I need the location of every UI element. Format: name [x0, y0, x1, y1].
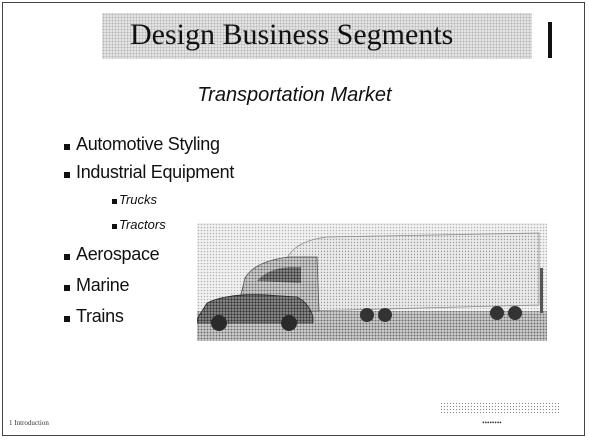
bullet-square-icon	[64, 316, 70, 322]
car-wheel-front	[211, 315, 227, 331]
trailer-body	[284, 232, 540, 312]
bullet-item-trains: Trains	[64, 306, 124, 327]
footer-logo	[440, 402, 560, 414]
title-band	[102, 13, 532, 59]
sub-bullet-label: Tractors	[119, 217, 166, 232]
sub-bullet-item-tractors: Tractors	[112, 217, 166, 232]
bullet-item-automotive-styling: Automotive Styling	[64, 134, 220, 155]
truck-wheel-2	[378, 308, 392, 322]
sub-bullet-item-trucks: Trucks	[112, 192, 157, 207]
slide-subtitle: Transportation Market	[197, 84, 392, 106]
sub-bullet-label: Trucks	[119, 192, 158, 207]
bullet-item-aerospace: Aerospace	[64, 244, 160, 265]
bullet-square-icon	[64, 254, 70, 260]
bullet-square-icon	[64, 285, 70, 291]
car-body	[197, 294, 314, 324]
truck-wheel-3	[490, 306, 504, 320]
bullet-label: Industrial Equipment	[76, 162, 235, 182]
footer-company-mark: ••••••••	[482, 419, 502, 427]
bullet-square-icon	[64, 172, 70, 178]
footer-section-label: 1 Introduction	[9, 419, 49, 427]
bullet-label: Aerospace	[76, 244, 160, 264]
bullet-label: Marine	[76, 275, 130, 295]
bullet-square-icon	[112, 224, 117, 229]
bullet-square-icon	[112, 199, 117, 204]
truck-wheel-1	[360, 308, 374, 322]
truck-wheel-4	[508, 306, 522, 320]
title-bar-mark	[548, 22, 552, 58]
slide-title: Design Business Segments	[130, 18, 454, 51]
bullet-label: Trains	[76, 306, 124, 326]
truck-and-car-image	[197, 223, 547, 341]
bullet-square-icon	[64, 144, 70, 150]
rear-marker	[540, 268, 543, 313]
slide-frame	[2, 2, 585, 436]
truck-illustration	[197, 223, 547, 341]
bullet-item-marine: Marine	[64, 275, 130, 296]
truck-windshield	[257, 267, 301, 283]
bullet-item-industrial-equipment: Industrial Equipment	[64, 162, 234, 183]
car-wheel-rear	[281, 315, 297, 331]
bullet-label: Automotive Styling	[76, 134, 220, 154]
